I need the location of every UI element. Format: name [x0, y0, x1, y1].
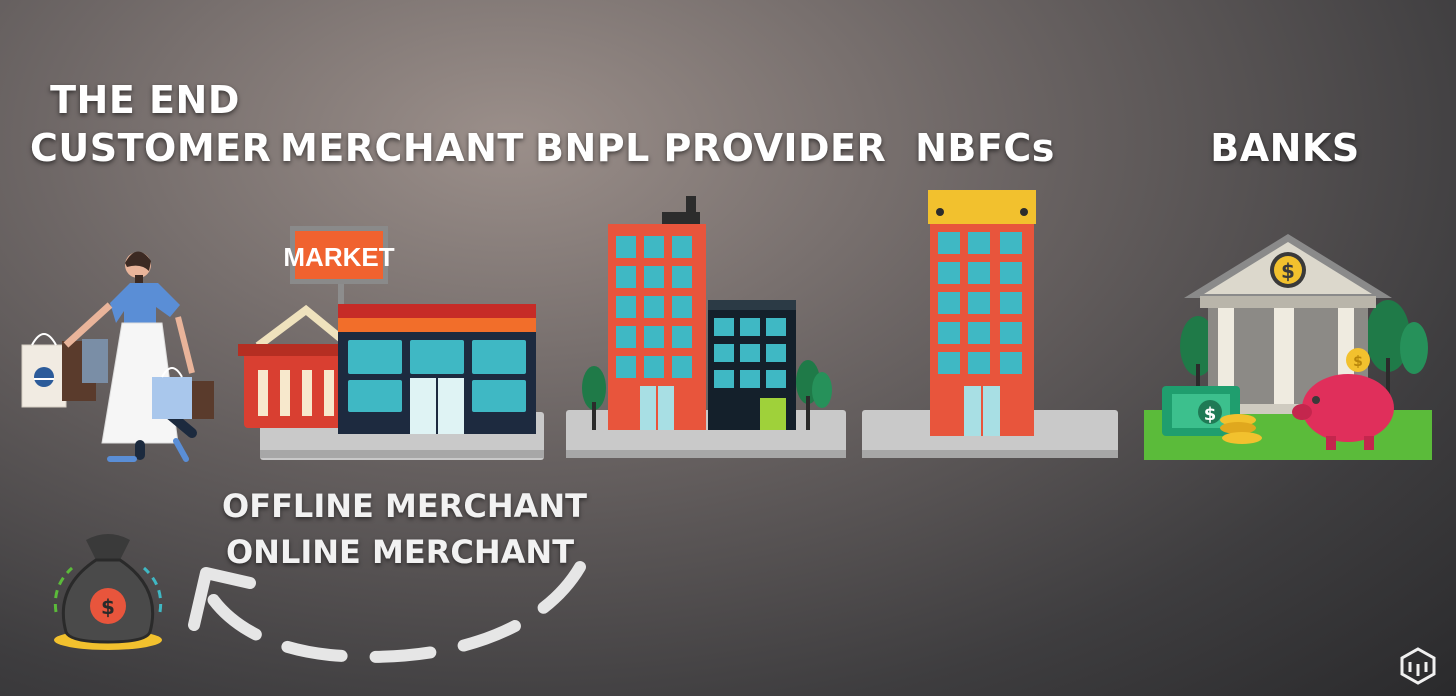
office-buildings-icon — [564, 192, 848, 468]
svg-text:$: $ — [1204, 404, 1217, 425]
bank-building-icon: $ $ $ — [1142, 228, 1434, 464]
svg-text:$: $ — [101, 595, 115, 619]
customer-title: THE END CUSTOMER — [30, 76, 260, 172]
offline-merchant-label: OFFLINE MERCHANT — [222, 484, 578, 528]
curved-arrow-icon — [180, 555, 600, 670]
shopping-woman-icon — [18, 245, 233, 470]
market-sign-text: MARKET — [283, 242, 394, 272]
tower-building-icon — [860, 186, 1120, 464]
bnpl-provider-title: BNPL PROVIDER — [535, 124, 861, 172]
customer-title-line2: CUSTOMER — [30, 124, 260, 172]
channel-logo-icon — [1398, 646, 1438, 686]
banks-title: BANKS — [1190, 124, 1380, 172]
market-store-icon: MARKET — [238, 222, 548, 462]
merchant-title: MERCHANT — [280, 124, 520, 172]
money-bag-icon: $ — [38, 530, 178, 658]
svg-text:$: $ — [1353, 354, 1363, 370]
svg-text:$: $ — [1281, 259, 1295, 283]
nbfcs-title: NBFCs — [895, 124, 1075, 172]
customer-title-line1: THE END — [30, 76, 260, 124]
